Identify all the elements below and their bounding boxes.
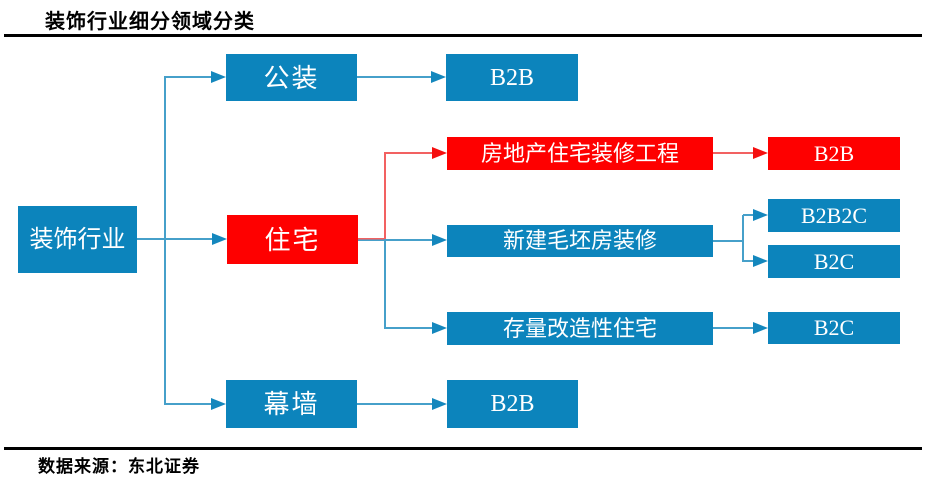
node-new-bare-housing: 新建毛坯房装修 <box>447 225 713 257</box>
node-root: 装饰行业 <box>18 206 137 273</box>
connector-line <box>743 214 755 216</box>
node-new-bare-b2c: B2C <box>768 245 900 278</box>
arrow-right-icon <box>753 322 768 334</box>
arrow-right-icon <box>431 71 446 83</box>
node-real-estate-renovation: 房地产住宅装修工程 <box>447 137 713 170</box>
data-source-note: 数据来源：东北证券 <box>38 457 200 476</box>
arrow-right-icon <box>432 398 447 410</box>
connector-line <box>742 215 744 262</box>
connector-line <box>357 403 434 405</box>
arrow-right-icon <box>753 147 768 159</box>
arrow-right-icon <box>753 255 768 267</box>
connector-line <box>165 238 214 240</box>
node-stock-renovation: 存量改造性住宅 <box>447 312 713 345</box>
node-residential: 住宅 <box>227 215 358 264</box>
page-title: 装饰行业细分领域分类 <box>45 11 255 33</box>
connector-line <box>713 240 743 242</box>
connector-line <box>713 327 755 329</box>
connector-line <box>386 239 433 241</box>
connector-line <box>357 76 433 78</box>
node-curtain-wall: 幕墙 <box>226 380 357 428</box>
node-public-decoration-b2b: B2B <box>446 54 578 101</box>
connector-line <box>137 238 165 240</box>
arrow-right-icon <box>212 233 227 245</box>
connector-line <box>164 76 166 405</box>
title-underline <box>4 34 922 37</box>
footer-rule <box>4 447 922 450</box>
arrow-right-icon <box>432 147 447 159</box>
arrow-right-icon <box>211 71 226 83</box>
node-curtain-wall-b2b: B2B <box>447 380 578 428</box>
connector-line <box>386 152 433 154</box>
connector-line <box>384 239 386 329</box>
connector-line <box>165 76 213 78</box>
connector-line <box>165 403 213 405</box>
arrow-right-icon <box>432 322 447 334</box>
arrow-right-icon <box>753 209 768 221</box>
connector-line <box>358 238 386 241</box>
connector-line <box>386 327 433 329</box>
connector-line <box>743 260 755 262</box>
connector-line <box>713 152 755 154</box>
node-real-estate-b2b: B2B <box>768 137 900 170</box>
node-stock-b2c: B2C <box>768 312 900 344</box>
arrow-right-icon <box>432 234 447 246</box>
node-new-bare-b2b2c: B2B2C <box>768 199 900 232</box>
arrow-right-icon <box>211 398 226 410</box>
connector-line <box>384 152 386 240</box>
node-public-decoration: 公装 <box>226 54 357 101</box>
